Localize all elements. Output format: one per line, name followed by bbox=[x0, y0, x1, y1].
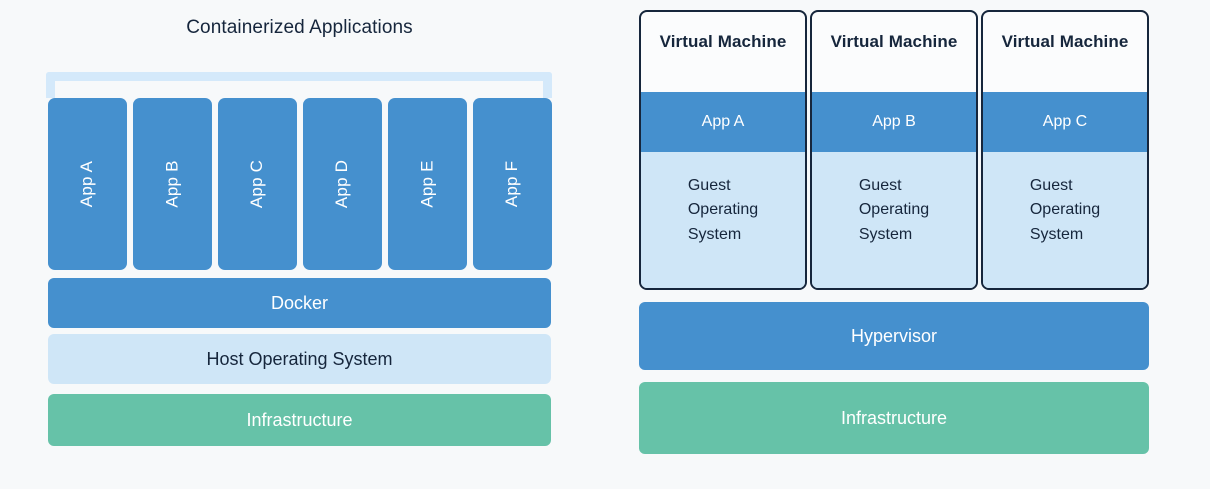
virtual-machine-2-guest-os: Guest Operating System bbox=[812, 152, 976, 288]
host-operating-system-label: Host Operating System bbox=[206, 348, 393, 369]
app-container-f-label: App F bbox=[502, 160, 522, 208]
app-container-e-label: App E bbox=[417, 160, 437, 208]
app-container-b: App B bbox=[133, 98, 212, 270]
containerized-applications-title: Containerized Applications bbox=[186, 17, 413, 38]
infrastructure-label-right: Infrastructure bbox=[840, 407, 948, 428]
virtual-machine-1-app: App A bbox=[641, 92, 805, 152]
virtual-machine-3: Virtual Machine App C Guest Operating Sy… bbox=[981, 10, 1149, 290]
virtual-machine-1-guest-os: Guest Operating System bbox=[641, 152, 805, 288]
app-container-f: App F bbox=[473, 98, 552, 270]
guest-os-line-3: System bbox=[1029, 225, 1084, 243]
guest-os-line-1: Guest bbox=[687, 177, 731, 194]
app-container-c: App C bbox=[218, 98, 297, 270]
virtual-machine-3-title: Virtual Machine bbox=[1001, 32, 1129, 51]
docker-layer-label: Docker bbox=[270, 292, 328, 313]
host-operating-system-layer: Host Operating System bbox=[48, 334, 551, 384]
guest-os-line-2: Operating bbox=[1029, 201, 1101, 219]
hypervisor-label: Hypervisor bbox=[850, 325, 938, 346]
container-grouping-bracket bbox=[46, 72, 552, 98]
guest-os-line-1: Guest bbox=[858, 177, 902, 194]
guest-os-line-3: System bbox=[687, 225, 742, 243]
virtual-machine-2: Virtual Machine App B Guest Operating Sy… bbox=[810, 10, 978, 290]
app-container-d-label: App D bbox=[332, 159, 352, 209]
infrastructure-layer-left: Infrastructure bbox=[48, 394, 551, 446]
guest-os-line-1: Guest bbox=[1029, 177, 1073, 194]
hypervisor-layer: Hypervisor bbox=[639, 302, 1149, 370]
virtual-machine-2-app: App B bbox=[812, 92, 976, 152]
virtual-machine-3-app: App C bbox=[983, 92, 1147, 152]
app-container-b-label: App B bbox=[162, 160, 182, 208]
guest-os-line-2: Operating bbox=[687, 201, 759, 219]
virtual-machine-1-title: Virtual Machine bbox=[659, 32, 787, 51]
app-container-a: App A bbox=[48, 98, 127, 270]
infrastructure-label-left: Infrastructure bbox=[246, 409, 353, 430]
app-container-a-label: App A bbox=[77, 160, 97, 208]
guest-os-line-2: Operating bbox=[858, 201, 930, 219]
app-container-d: App D bbox=[303, 98, 382, 270]
virtual-machine-3-guest-os: Guest Operating System bbox=[983, 152, 1147, 288]
docker-layer: Docker bbox=[48, 278, 551, 328]
app-container-e: App E bbox=[388, 98, 467, 270]
virtual-machine-1: Virtual Machine App A Guest Operating Sy… bbox=[639, 10, 807, 290]
infrastructure-layer-right: Infrastructure bbox=[639, 382, 1149, 454]
app-container-c-label: App C bbox=[247, 159, 267, 209]
guest-os-line-3: System bbox=[858, 225, 913, 243]
virtual-machine-2-title: Virtual Machine bbox=[830, 32, 958, 51]
